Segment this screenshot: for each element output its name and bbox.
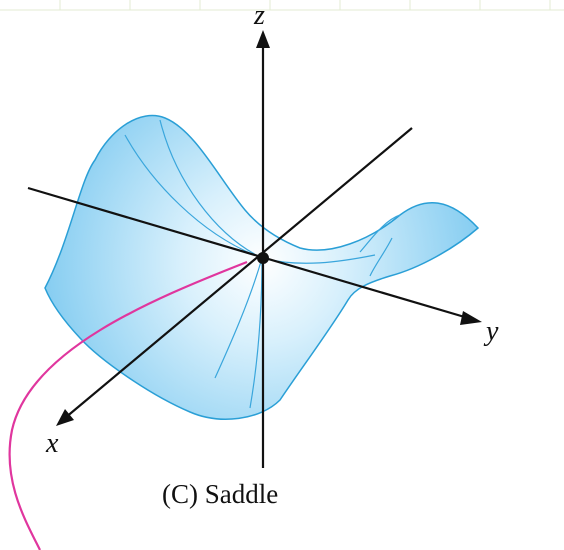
background-grid <box>0 0 564 11</box>
figure-caption: (C) Saddle <box>162 479 278 509</box>
origin-point <box>257 252 269 264</box>
x-axis-label: x <box>45 428 59 459</box>
z-axis-arrowhead <box>256 30 270 48</box>
x-axis-arrowhead <box>56 409 74 426</box>
y-axis <box>27 186 469 320</box>
y-axis-arrowhead <box>460 311 482 325</box>
y-axis-label: y <box>483 316 499 347</box>
z-axis-label: z <box>253 0 265 31</box>
surface-contours <box>124 119 401 409</box>
x-axis <box>64 127 413 419</box>
annotation-curve <box>8 260 248 550</box>
